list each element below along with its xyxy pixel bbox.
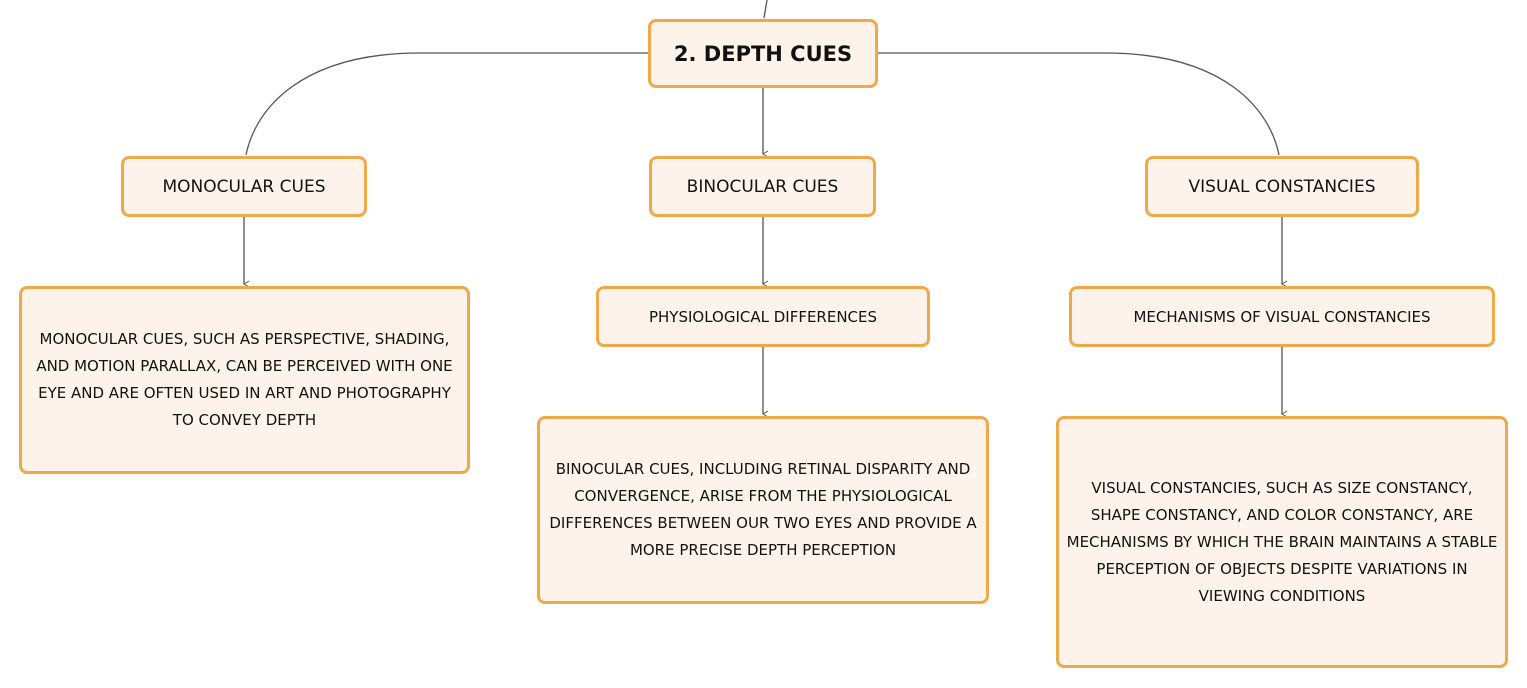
- root-node-depth-cues[interactable]: 2. DEPTH CUES: [648, 19, 878, 88]
- node-visual-constancies[interactable]: VISUAL CONSTANCIES: [1145, 156, 1419, 217]
- node-label: MECHANISMS OF VISUAL CONSTANCIES: [1133, 307, 1431, 326]
- note-text: BINOCULAR CUES, INCLUDING RETINAL DISPAR…: [549, 460, 977, 559]
- node-label: VISUAL CONSTANCIES: [1188, 176, 1376, 197]
- node-physiological-differences[interactable]: PHYSIOLOGICAL DIFFERENCES: [596, 286, 930, 347]
- node-monocular-cues[interactable]: MONOCULAR CUES: [121, 156, 367, 217]
- note-visual-constancies[interactable]: VISUAL CONSTANCIES, SUCH AS SIZE CONSTAN…: [1056, 416, 1508, 668]
- node-label: BINOCULAR CUES: [686, 176, 839, 197]
- node-label: PHYSIOLOGICAL DIFFERENCES: [648, 307, 878, 326]
- node-binocular-cues[interactable]: BINOCULAR CUES: [649, 156, 876, 217]
- root-node-label: 2. DEPTH CUES: [673, 41, 853, 66]
- connector-root-to-monocular: [245, 52, 648, 156]
- note-text: MONOCULAR CUES, SUCH AS PERSPECTIVE, SHA…: [36, 330, 453, 429]
- note-monocular-cues[interactable]: MONOCULAR CUES, SUCH AS PERSPECTIVE, SHA…: [19, 286, 470, 474]
- note-binocular-cues[interactable]: BINOCULAR CUES, INCLUDING RETINAL DISPAR…: [537, 416, 989, 604]
- connector-root-to-visual: [878, 52, 1280, 156]
- node-mechanisms-of-visual-constancies[interactable]: MECHANISMS OF VISUAL CONSTANCIES: [1069, 286, 1495, 347]
- note-text: VISUAL CONSTANCIES, SUCH AS SIZE CONSTAN…: [1066, 478, 1498, 605]
- incoming-connector: [763, 0, 768, 19]
- node-label: MONOCULAR CUES: [162, 176, 326, 197]
